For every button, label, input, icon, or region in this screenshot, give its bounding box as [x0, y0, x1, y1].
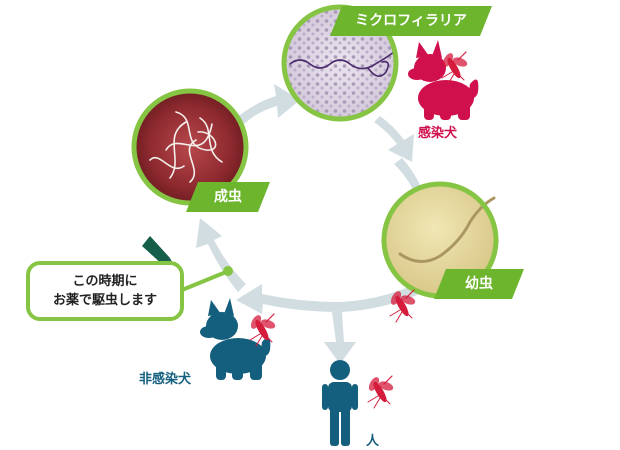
arrow-uninfected-to-adult — [196, 218, 246, 292]
human-icon — [322, 360, 358, 446]
callout-line-2: お薬で駆虫します — [52, 293, 157, 308]
cycle-arrows — [196, 84, 432, 364]
stage-label-adult-worm: 成虫 — [186, 182, 270, 212]
infected-dog-icon — [408, 40, 479, 120]
adult-worm-image — [131, 88, 249, 206]
human-label: 人 — [366, 434, 380, 449]
callout-pointer — [181, 266, 233, 292]
mosquito-icon-uninfected — [249, 313, 276, 347]
stage-label-microfilaria: ミクロフィラリア — [330, 6, 492, 36]
arrow-micro-to-dog — [374, 116, 414, 162]
treatment-callout: この時期に お薬で駆虫します — [26, 261, 184, 321]
uninfected-dog-label: 非感染犬 — [139, 372, 192, 387]
mosquito-icon-infected — [441, 51, 468, 85]
arrow-larva-to-uninfected — [236, 282, 424, 314]
arrow-to-human — [324, 312, 356, 364]
uninfected-dog-icon — [200, 298, 271, 380]
mosquito-icon-human — [367, 375, 394, 409]
stage-label-larva: 幼虫 — [434, 269, 524, 299]
callout-line-1: この時期に — [72, 274, 138, 289]
infected-dog-label: 感染犬 — [418, 126, 458, 141]
arrow-adult-to-micro — [236, 84, 300, 126]
mosquito-icon-larva — [389, 289, 416, 323]
